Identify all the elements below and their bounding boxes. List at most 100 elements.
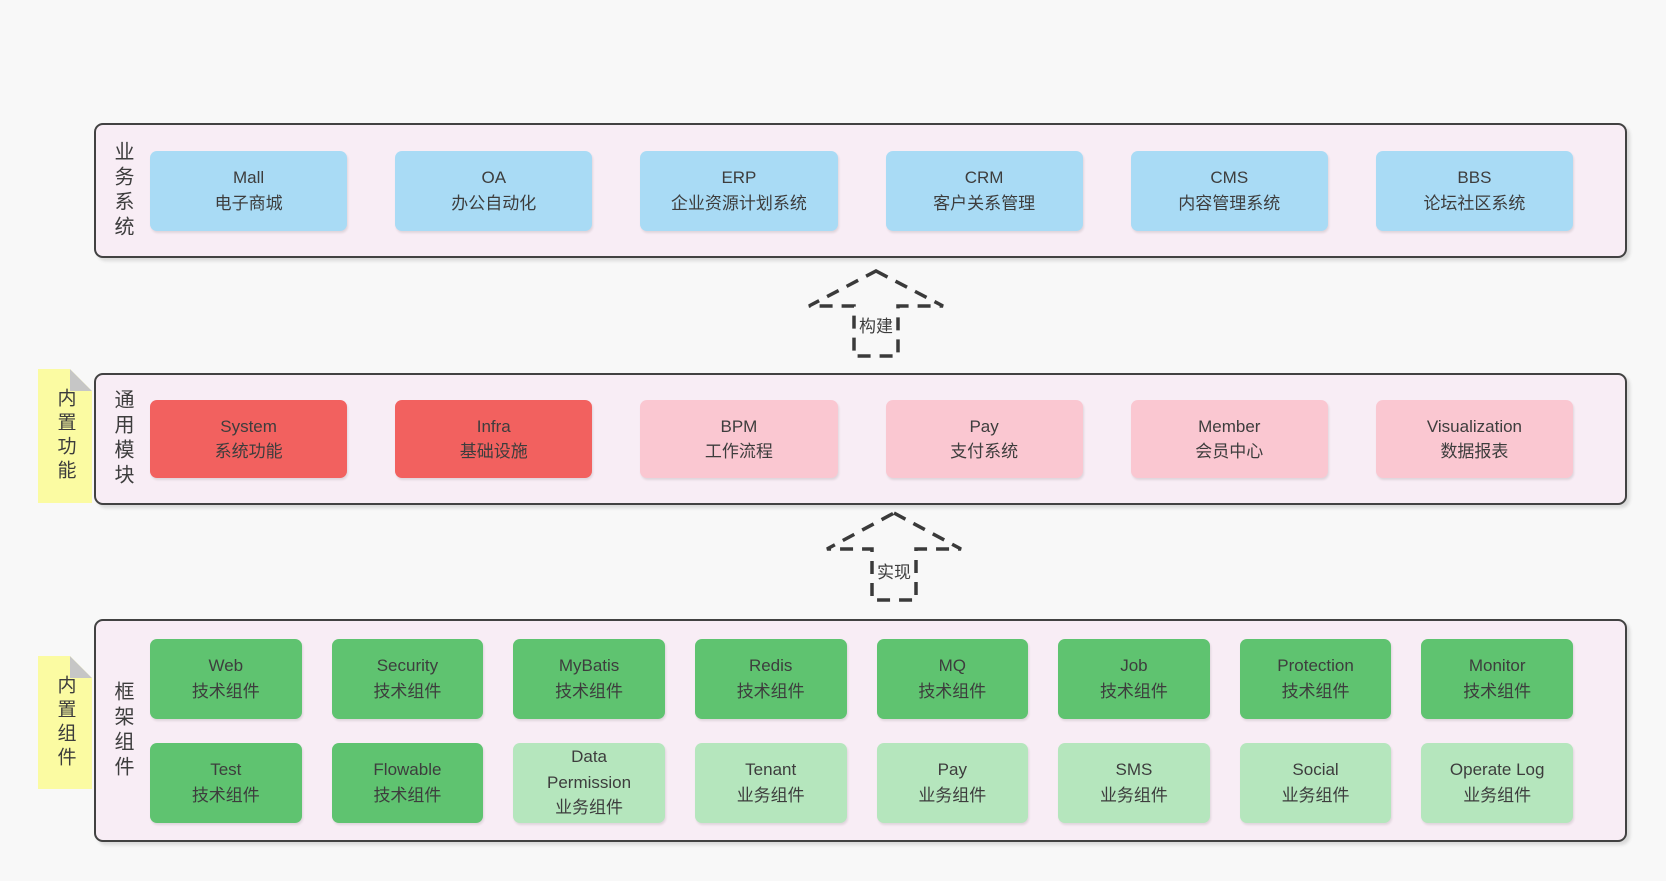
box-title: Job	[1120, 656, 1148, 675]
box-bbs: BBS 论坛社区系统	[1375, 150, 1574, 231]
box-subtitle: 办公自动化	[451, 193, 537, 213]
box-subtitle: 技术组件	[918, 681, 987, 701]
box-title: Mall	[233, 168, 265, 187]
box-title: Infra	[476, 416, 511, 436]
box-crm: CRM 客户关系管理	[885, 150, 1083, 231]
box-subtitle: 企业资源计划系统	[670, 193, 807, 213]
box-subtitle: 数据报表	[1440, 442, 1509, 461]
box-web: Web 技术组件	[150, 638, 302, 719]
implement-arrow: 实现	[824, 510, 964, 603]
box-title: OA	[481, 168, 507, 187]
business-systems-panel: 业务系统 Mall 电子商城 OA 办公自动化 ERP 企业资源计划系统 CRM…	[94, 123, 1627, 258]
box-system: System 系统功能	[150, 400, 348, 478]
box-title: BPM	[720, 416, 758, 436]
box-subtitle: 论坛社区系统	[1423, 193, 1526, 213]
box-bpm: BPM 工作流程	[640, 400, 838, 478]
box-subtitle: 业务组件	[555, 798, 624, 818]
box-subtitle: 业务组件	[918, 785, 987, 805]
box-sms: SMS 业务组件	[1058, 742, 1210, 823]
box-subtitle: 业务组件	[1099, 785, 1168, 805]
sticky-note-label: 内置功能	[54, 388, 76, 484]
box-subtitle: 技术组件	[555, 681, 624, 701]
box-title: Pay	[969, 416, 999, 436]
box-subtitle: 业务组件	[1463, 785, 1532, 805]
box-title: Social	[1292, 760, 1339, 779]
box-title: SMS	[1115, 760, 1153, 779]
box-subtitle: 技术组件	[373, 681, 442, 701]
box-subtitle: 技术组件	[191, 681, 260, 701]
box-title: Redis	[748, 656, 793, 675]
box-title: MQ	[938, 656, 966, 675]
box-title: Test	[210, 760, 242, 779]
box-title: Pay	[937, 760, 967, 779]
box-subtitle: 业务组件	[1281, 785, 1350, 805]
sticky-note-built-in-components: 内置组件	[38, 656, 92, 789]
box-subtitle: 业务组件	[736, 785, 805, 805]
box-subtitle: 内容管理系统	[1178, 193, 1281, 213]
box-mall: Mall 电子商城	[150, 150, 348, 231]
box-title: Tenant	[745, 760, 797, 779]
arrow-label: 构建	[856, 312, 896, 337]
box-subtitle: 技术组件	[1281, 681, 1350, 701]
folded-corner-icon	[70, 369, 92, 391]
box-title: CRM	[964, 168, 1004, 187]
box-social: Social 业务组件	[1239, 742, 1392, 823]
box-title: Visualization	[1426, 416, 1523, 436]
box-title: Monitor	[1468, 656, 1526, 675]
box-title: Data Permission	[547, 747, 632, 792]
box-subtitle: 基础设施	[459, 442, 528, 461]
box-title: Operate Log	[1449, 760, 1545, 779]
box-pay-biz: Pay 业务组件	[876, 742, 1029, 823]
box-data-permission: Data Permission 业务组件	[513, 742, 665, 823]
sticky-note-built-in-features: 内置功能	[38, 369, 92, 503]
box-subtitle: 技术组件	[191, 785, 260, 805]
framework-components-panel: 框架组件 Web 技术组件 Security 技术组件 MyBatis 技术组件…	[94, 619, 1627, 842]
box-pay: Pay 支付系统	[885, 400, 1083, 478]
box-subtitle: 技术组件	[736, 681, 805, 701]
box-title: Member	[1198, 416, 1261, 436]
box-subtitle: 电子商城	[214, 193, 283, 213]
box-subtitle: 系统功能	[214, 442, 283, 461]
box-title: MyBatis	[558, 656, 620, 675]
box-infra: Infra 基础设施	[395, 400, 593, 478]
box-subtitle: 支付系统	[950, 442, 1019, 461]
box-monitor: Monitor 技术组件	[1421, 638, 1573, 719]
arrow-label: 实现	[874, 558, 914, 583]
business-row: Mall 电子商城 OA 办公自动化 ERP 企业资源计划系统 CRM 客户关系…	[150, 150, 1574, 231]
box-mybatis: MyBatis 技术组件	[513, 638, 665, 719]
box-title: Protection	[1277, 656, 1354, 675]
box-subtitle: 技术组件	[1099, 681, 1168, 701]
box-title: System	[220, 416, 277, 436]
box-job: Job 技术组件	[1058, 638, 1210, 719]
box-title: Web	[208, 656, 244, 675]
box-title: Flowable	[373, 760, 442, 779]
box-flowable: Flowable 技术组件	[331, 742, 484, 823]
box-title: BBS	[1457, 168, 1492, 187]
box-title: CMS	[1210, 168, 1249, 187]
framework-row-1: Web 技术组件 Security 技术组件 MyBatis 技术组件 Redi…	[150, 638, 1573, 719]
up-block-arrow-icon	[826, 511, 962, 602]
box-member: Member 会员中心	[1130, 400, 1328, 478]
box-title: ERP	[721, 168, 757, 187]
box-mq: MQ 技术组件	[876, 638, 1029, 719]
box-erp: ERP 企业资源计划系统	[640, 150, 838, 231]
box-redis: Redis 技术组件	[694, 638, 847, 719]
box-security: Security 技术组件	[331, 638, 484, 719]
sticky-note-label: 内置组件	[54, 674, 76, 771]
box-test: Test 技术组件	[150, 742, 302, 823]
box-subtitle: 客户关系管理	[933, 193, 1036, 213]
box-subtitle: 技术组件	[373, 785, 442, 805]
box-operate-log: Operate Log 业务组件	[1421, 742, 1573, 823]
panel-label-framework: 框架组件	[111, 680, 133, 781]
box-cms: CMS 内容管理系统	[1130, 150, 1328, 231]
build-arrow: 构建	[806, 268, 946, 359]
box-visualization: Visualization 数据报表	[1375, 400, 1574, 478]
box-subtitle: 技术组件	[1463, 681, 1532, 701]
panel-label-business: 业务系统	[111, 140, 133, 241]
box-subtitle: 工作流程	[704, 442, 773, 461]
box-tenant: Tenant 业务组件	[694, 742, 847, 823]
box-subtitle: 会员中心	[1195, 442, 1264, 461]
folded-corner-icon	[70, 656, 92, 678]
box-protection: Protection 技术组件	[1239, 638, 1392, 719]
panel-label-modules: 通用模块	[111, 389, 133, 489]
